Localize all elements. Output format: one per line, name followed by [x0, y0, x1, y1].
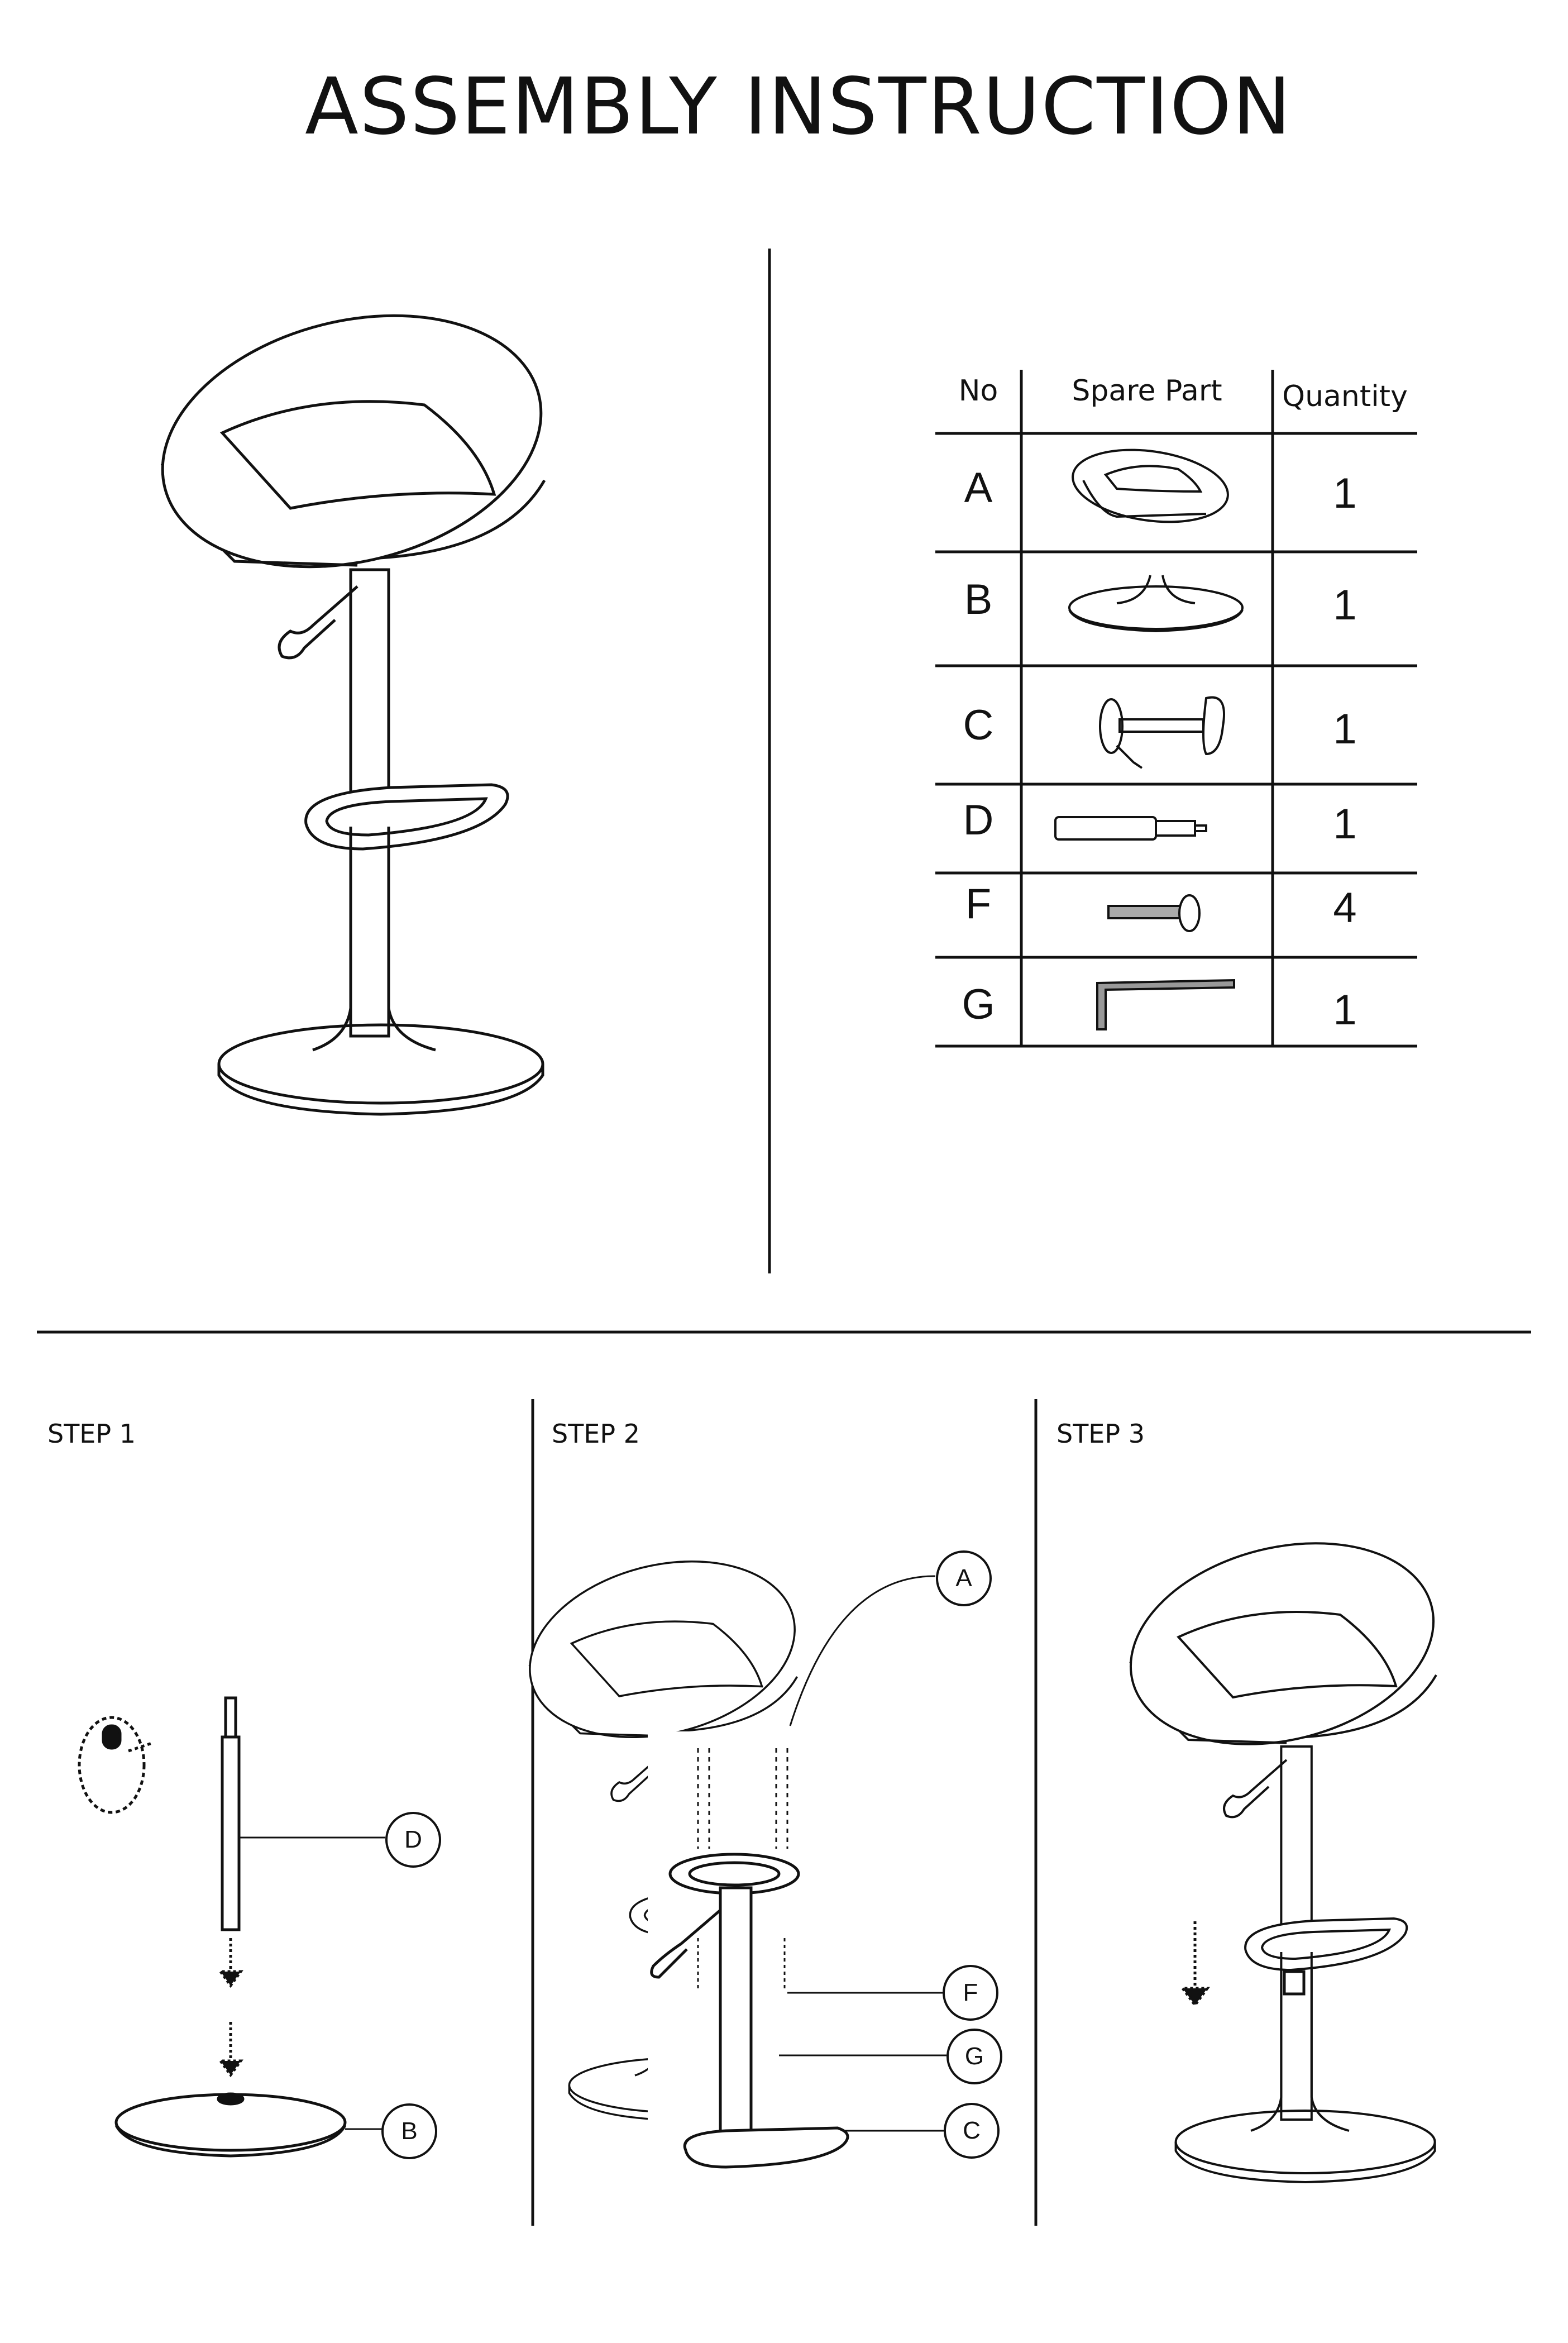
part-quantity: 1 [1333, 705, 1357, 753]
part-quantity: 1 [1333, 581, 1357, 629]
step-3-label: STEP 3 [1057, 1419, 1145, 1449]
callout-c: C [944, 2103, 1000, 2159]
part-no: D [963, 796, 994, 844]
table-header-quantity: Quantity [1282, 380, 1408, 413]
footrest-lever-icon [1099, 696, 1225, 769]
callout-b: B [381, 2103, 437, 2159]
gas-cylinder [221, 1735, 241, 1931]
callout-d: D [385, 1812, 441, 1868]
step2-illustration [511, 1535, 946, 2223]
down-arrow-icon [218, 2022, 243, 2078]
step-2-label: STEP 2 [552, 1419, 640, 1449]
detail-inset [78, 1716, 146, 1814]
parts-table-grid [935, 370, 1417, 1048]
part-no: B [964, 576, 993, 623]
callout-g: G [946, 2029, 1002, 2084]
part-quantity: 1 [1333, 800, 1357, 848]
seat-icon [1072, 448, 1229, 523]
part-no: F [965, 880, 992, 928]
step-1-label: STEP 1 [47, 1419, 136, 1449]
step3-illustration [1110, 1513, 1455, 2182]
part-no: G [962, 981, 995, 1028]
bolt-icon [1107, 894, 1201, 932]
down-arrow-icon [1180, 1921, 1210, 2008]
table-header-spare-part: Spare Part [1072, 374, 1222, 408]
page-title: ASSEMBLY INSTRUCTION [305, 61, 1292, 152]
part-no: A [964, 464, 993, 512]
callout-f: F [943, 1965, 998, 2021]
allen-key-icon [1096, 979, 1235, 1030]
gas-cylinder-icon [1054, 816, 1207, 841]
step1-illustration [78, 1696, 385, 2158]
part-quantity: 1 [1333, 470, 1357, 517]
part-no: C [963, 702, 994, 749]
stool-illustration [136, 278, 568, 1114]
base-disk-icon [1068, 575, 1244, 633]
table-header-no: No [958, 374, 998, 408]
part-quantity: 4 [1333, 884, 1357, 932]
part-quantity: 1 [1333, 986, 1357, 1034]
callout-a: A [936, 1550, 992, 1606]
down-arrow-icon [218, 1938, 243, 1988]
